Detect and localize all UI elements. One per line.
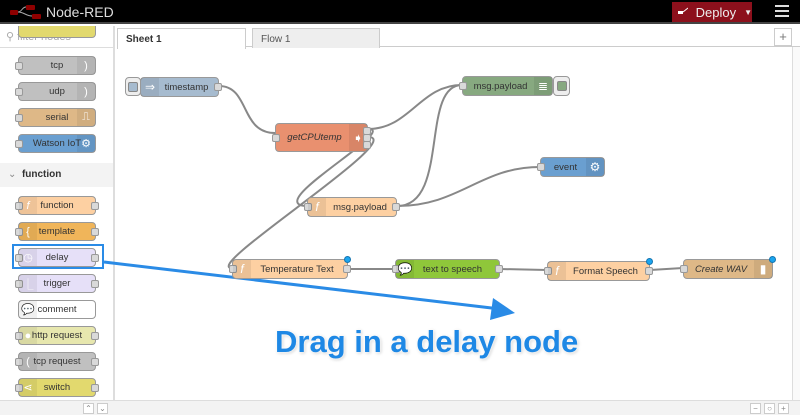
palette-node-switch[interactable]: ⋖switch <box>15 378 99 397</box>
debug-toggle-button[interactable] <box>553 76 570 96</box>
palette-node-partial[interactable] <box>18 26 96 38</box>
palette-node-trigger[interactable]: ⎿trigger <box>15 274 99 293</box>
wire <box>227 136 375 269</box>
function-icon: f <box>233 260 251 278</box>
trigger-icon: ⎿ <box>19 275 37 292</box>
function-icon: f <box>308 198 326 216</box>
list-icon: ≣ <box>534 77 552 95</box>
node-event[interactable]: event⚙ <box>537 157 605 177</box>
node-text-to-speech[interactable]: 💬text to speech <box>392 259 503 279</box>
exec-icon: ➧ <box>349 124 367 151</box>
chevron-down-icon: ⌄ <box>8 169 20 180</box>
palette-sidebar: ⚲ filter nodes tcp) udp) serial⎍ Watson … <box>0 26 115 400</box>
globe-icon: ● <box>19 327 37 344</box>
zoom-in-button[interactable]: + <box>778 403 789 414</box>
zoom-out-button[interactable]: − <box>750 403 761 414</box>
tab-sheet-1[interactable]: Sheet 1 <box>117 28 246 49</box>
wave-icon: ) <box>77 83 95 100</box>
node-debug-msg-payload[interactable]: msg.payload≣ <box>459 76 553 96</box>
palette-node-udp[interactable]: udp) <box>15 82 96 101</box>
chevron-down-icon[interactable]: ▼ <box>744 7 752 17</box>
function-icon: f <box>548 262 566 280</box>
delay-highlight <box>12 244 104 269</box>
function-icon: f <box>19 197 37 214</box>
workspace-tabs: Sheet 1 Flow 1 <box>117 26 800 49</box>
arrow-right-icon: ⇒ <box>141 78 159 96</box>
changed-indicator <box>344 256 351 263</box>
speech-bubble-icon: 💬 <box>396 260 414 278</box>
palette-node-serial[interactable]: serial⎍ <box>15 108 96 127</box>
wire <box>296 128 374 207</box>
wire <box>396 166 541 207</box>
category-function[interactable]: ⌄ function <box>0 163 113 187</box>
app-title: Node-RED <box>46 4 114 20</box>
clock-icon: ◷ <box>19 249 37 266</box>
scroll-down-button[interactable]: ⌄ <box>97 403 108 414</box>
node-red-logo-icon <box>10 5 41 19</box>
comment-icon: 💬 <box>19 301 37 318</box>
serial-icon: ⎍ <box>77 109 95 126</box>
deploy-label: Deploy <box>695 4 737 20</box>
palette-node-comment[interactable]: 💬comment <box>18 300 96 319</box>
wire <box>499 268 548 271</box>
header: Node-RED Deploy ▼ <box>0 0 800 24</box>
file-icon: ▮ <box>754 260 772 278</box>
palette-node-tcp-request[interactable]: (tcp request <box>15 352 99 371</box>
node-create-wav[interactable]: Create WAV▮ <box>680 256 776 279</box>
node-timestamp[interactable]: ⇒timestamp <box>140 77 222 97</box>
changed-indicator <box>646 258 653 265</box>
palette-node-watson-iot[interactable]: Watson IoT⚙ <box>15 134 96 153</box>
gear-icon: ⚙ <box>77 135 95 152</box>
deploy-icon <box>678 7 688 14</box>
wire <box>367 84 463 130</box>
switch-icon: ⋖ <box>19 379 37 396</box>
wire <box>396 84 463 207</box>
node-getcputemp[interactable]: getCPUtemp➧ <box>272 123 371 152</box>
palette-node-delay[interactable]: ◷delay <box>15 248 99 267</box>
instruction-caption: Drag in a delay node <box>275 324 579 359</box>
tab-flow-1[interactable]: Flow 1 <box>252 28 380 48</box>
vertical-scrollbar[interactable] <box>792 47 800 400</box>
palette-node-template[interactable]: {template <box>15 222 99 241</box>
changed-indicator <box>769 256 776 263</box>
wire <box>649 267 684 271</box>
zoom-reset-button[interactable]: ○ <box>764 403 775 414</box>
footer-bar: ⌃ ⌄ − ○ + <box>0 400 800 415</box>
add-tab-button[interactable]: + <box>774 28 792 46</box>
wire <box>218 85 276 134</box>
search-icon: ⚲ <box>6 31 18 43</box>
gear-icon: ⚙ <box>586 158 604 176</box>
palette-node-tcp[interactable]: tcp) <box>15 56 96 75</box>
palette-node-http-request[interactable]: ●http request <box>15 326 99 345</box>
drag-arrow <box>103 260 515 320</box>
wave-icon: ( <box>19 353 37 370</box>
deploy-button[interactable]: Deploy ▼ <box>672 2 752 22</box>
wave-icon: ) <box>77 57 95 74</box>
hamburger-menu-icon[interactable] <box>775 5 789 19</box>
inject-button[interactable] <box>125 77 141 96</box>
brace-icon: { <box>19 223 37 240</box>
scroll-up-button[interactable]: ⌃ <box>83 403 94 414</box>
